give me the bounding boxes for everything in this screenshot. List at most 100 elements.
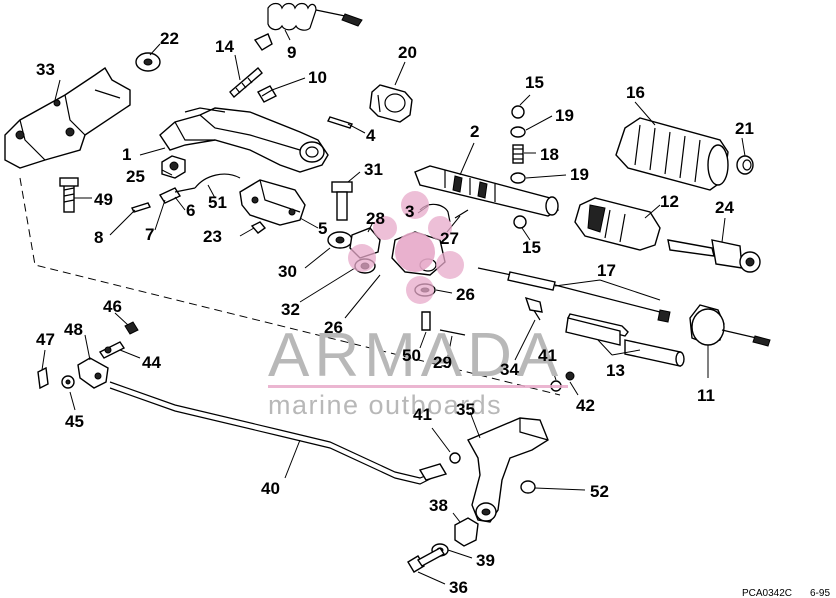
callout-32: 32 [281,300,300,319]
callout-44: 44 [142,353,161,372]
watermark-tagline: marine outboards [268,390,502,420]
part-52-washer [520,480,536,494]
callout-8: 8 [94,228,103,247]
part-10-clip [257,85,277,103]
callout-47: 47 [36,330,55,349]
part-23-nut [250,221,267,234]
callout-30: 30 [278,262,297,281]
callout-29: 29 [433,353,452,372]
part-1-handle-bracket [159,107,329,173]
part-47-clip [37,366,49,390]
callout-41a: 41 [413,405,432,424]
part-48-clevis [77,357,109,389]
callout-15a: 15 [525,73,544,92]
callout-42: 42 [576,396,595,415]
callout-16: 16 [626,83,645,102]
part-31-bolt [331,181,353,221]
callout-26a: 26 [324,318,343,337]
callout-20: 20 [398,43,417,62]
callout-36: 36 [449,578,468,597]
callout-1: 1 [122,145,131,164]
part-18-spring [512,144,524,164]
callout-19b: 19 [570,165,589,184]
armada-watermark: ARMADA marine outboards [268,191,568,420]
part-8-screw [131,202,151,213]
callout-18: 18 [540,145,559,164]
callout-49: 49 [94,190,113,209]
callout-26b: 26 [456,285,475,304]
part-36-bolt [407,547,446,573]
callout-17: 17 [597,261,616,280]
callout-27: 27 [440,229,459,248]
armada-flower-logo [348,191,464,304]
callout-5: 5 [318,219,327,238]
part-11-cylinder [689,304,771,347]
callout-6: 6 [186,201,195,220]
callout-31: 31 [364,160,383,179]
part-46-nut [124,321,139,335]
callout-9: 9 [287,43,296,62]
part-2-throttle-shaft [414,165,559,217]
part-17-cable [477,267,671,323]
callout-41b: 41 [538,346,557,365]
part-22-washer [135,52,161,72]
part-19-cup-top [510,126,526,138]
callout-12: 12 [660,192,679,211]
leader-lines [41,29,746,585]
callout-28: 28 [366,209,385,228]
part-13-sleeve-b [624,339,685,367]
part-34-link [524,296,543,321]
part-30-washer [327,231,353,249]
part-9-spring [253,2,363,51]
callout-2: 2 [470,122,479,141]
callout-33: 33 [36,60,55,79]
callout-51: 51 [208,193,227,212]
part-16-grip [615,117,729,191]
part-24-stop [667,239,761,273]
callout-35: 35 [456,400,475,419]
part-6-7-link [158,187,196,204]
part-20-bushing [369,84,413,123]
callout-23: 23 [203,227,222,246]
callout-14: 14 [215,37,234,56]
callout-21: 21 [735,119,754,138]
part-13-sleeve-a [565,313,629,346]
part-42-nut [565,371,575,381]
callout-34: 34 [500,360,519,379]
callout-3: 3 [405,202,414,221]
callout-45: 45 [65,412,84,431]
callout-52: 52 [590,482,609,501]
part-4-pin [327,116,353,129]
watermark-brand: ARMADA [268,321,563,390]
part-50-pin [421,311,431,331]
callout-11: 11 [697,386,715,405]
part-51-cable [194,173,241,189]
callout-39: 39 [476,551,495,570]
part-44-screw [98,341,126,359]
part-15-ball-top [511,105,525,119]
callout-40: 40 [261,479,280,498]
callout-7: 7 [145,225,154,244]
part-21-cap [736,155,754,175]
callout-22: 22 [160,29,179,48]
part-49-bolt [59,177,79,213]
part-41-nut-rod [449,452,461,464]
callout-10: 10 [308,68,327,87]
callout-15b: 15 [522,238,541,257]
part-15-ball-bottom [513,215,527,229]
footer-code: PCA0342C [742,588,792,598]
callout-46: 46 [103,297,122,316]
drawing-code: PCA0342C 6-95 [742,588,830,598]
part-38-bushing [454,517,479,547]
part-27-pin [454,209,469,219]
part-5-block [239,179,306,226]
part-25-nut [161,155,186,179]
part-40-rod [109,381,448,485]
part-14-stud [229,66,263,99]
callout-48: 48 [64,320,83,339]
part-33-bracket [4,66,131,169]
part-35-lever [467,417,549,523]
footer-date: 6-95 [810,588,830,598]
watermark-divider [268,385,568,388]
